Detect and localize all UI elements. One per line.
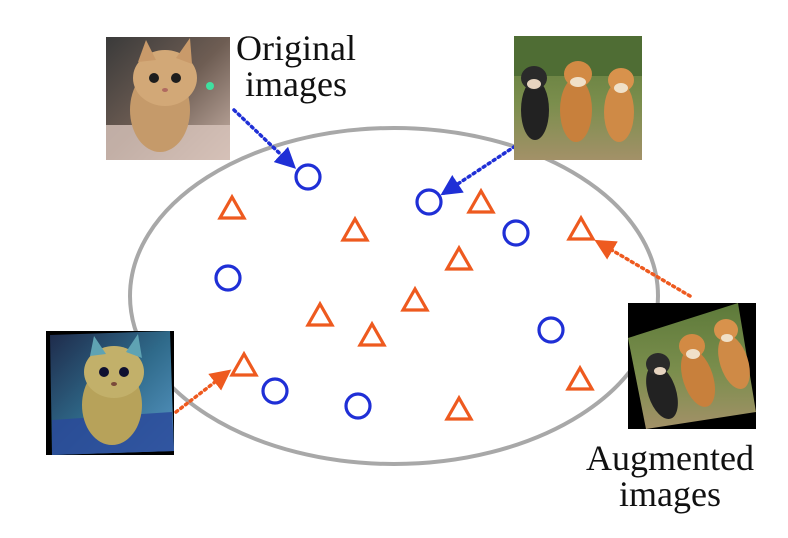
augmented-point bbox=[444, 394, 474, 421]
augmented-point bbox=[340, 215, 370, 242]
augmented-point bbox=[565, 364, 595, 391]
augmented-point bbox=[466, 187, 496, 214]
original-point bbox=[294, 163, 322, 191]
original-label-line2: images bbox=[245, 64, 347, 104]
kitten-photo bbox=[106, 37, 230, 160]
arrow-dogs-to-point bbox=[440, 141, 522, 196]
original-point bbox=[261, 377, 289, 405]
augmented-point bbox=[217, 193, 247, 220]
original-label-line1: Original bbox=[236, 28, 356, 68]
arrow-aug-dogs-to-point bbox=[594, 239, 692, 298]
augmented-point bbox=[305, 300, 335, 327]
original-points bbox=[214, 163, 565, 420]
augmented-points bbox=[217, 187, 596, 421]
augmented-shiba-photo bbox=[628, 303, 756, 429]
augmented-point bbox=[229, 350, 259, 377]
original-point bbox=[214, 264, 242, 292]
original-point bbox=[537, 316, 565, 344]
augmented-point bbox=[566, 214, 596, 241]
original-point bbox=[415, 188, 443, 216]
arrow-kitten-to-point bbox=[232, 108, 297, 169]
original-point bbox=[344, 392, 372, 420]
augmented-point bbox=[444, 244, 474, 271]
arrow-aug-kitten-to-point bbox=[174, 369, 232, 414]
augmented-point bbox=[400, 285, 430, 312]
augmented-kitten-photo bbox=[46, 331, 174, 455]
augmented-point bbox=[357, 320, 387, 347]
original-point bbox=[502, 219, 530, 247]
augmented-label-line1: Augmented bbox=[586, 438, 754, 478]
shiba-dogs-photo bbox=[514, 36, 642, 160]
augmented-label-line2: images bbox=[619, 474, 721, 514]
embedding-ellipse bbox=[128, 126, 660, 466]
